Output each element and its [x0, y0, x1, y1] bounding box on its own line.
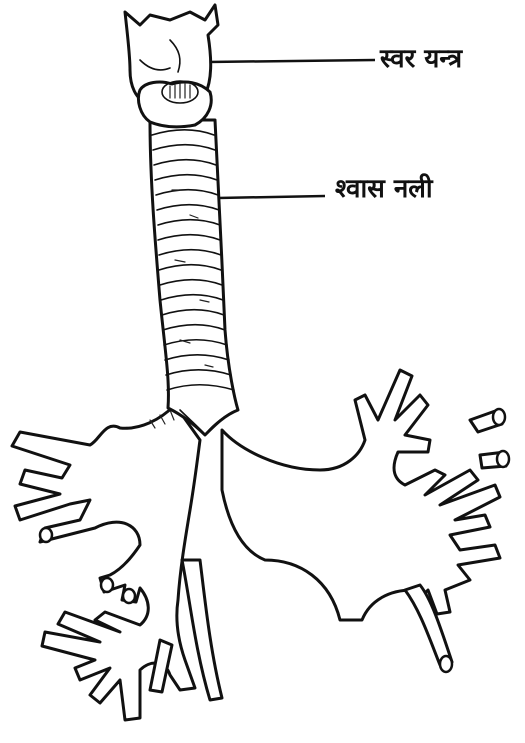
right-bronchial-tree: [222, 370, 509, 672]
left-bronchial-tree: [12, 405, 222, 720]
trachea: [150, 120, 238, 435]
trachea-label: श्वास नली: [335, 176, 433, 202]
trachea-leader-line: [218, 196, 325, 198]
larynx-leader-line: [208, 60, 375, 62]
larynx-label: स्वर यन्त्र: [380, 46, 462, 72]
larynx: [125, 5, 218, 127]
